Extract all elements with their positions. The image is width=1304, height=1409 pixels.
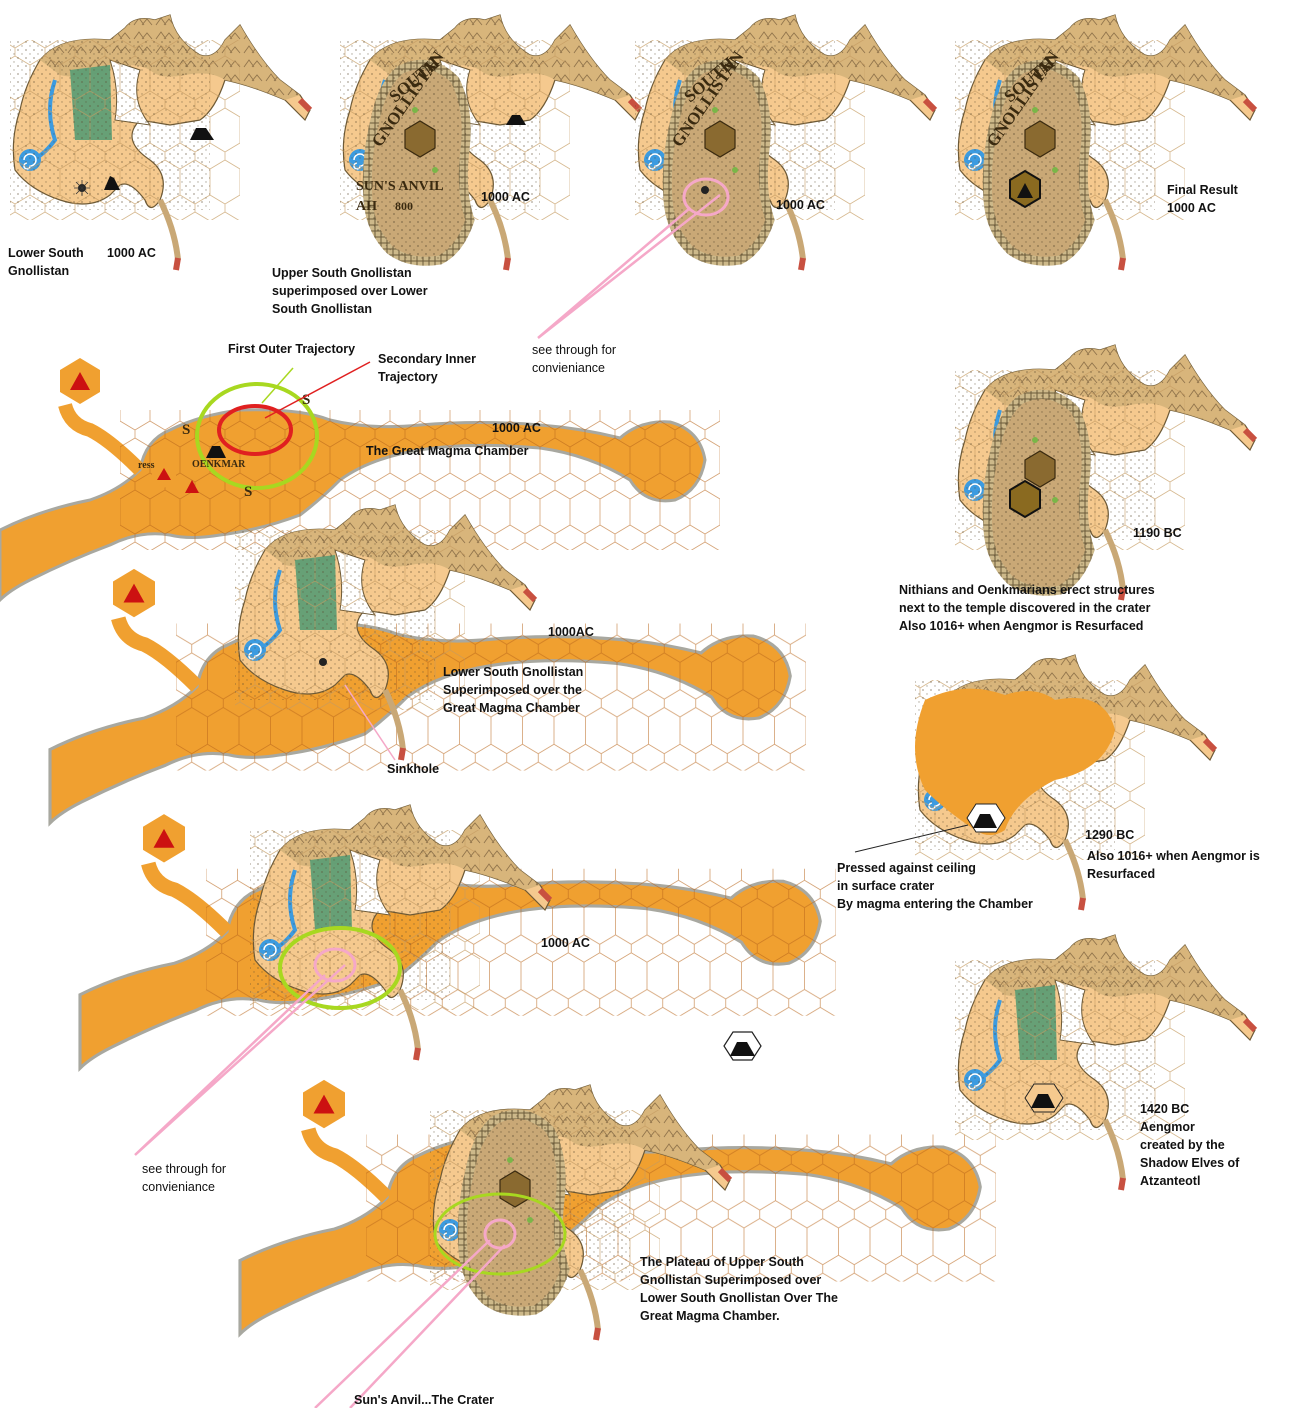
secondary-inner-trajectory-ring bbox=[217, 404, 293, 456]
temple-icon bbox=[190, 128, 214, 140]
aengmor-temple-icon bbox=[1031, 1094, 1055, 1108]
svg-text:ress: ress bbox=[138, 460, 155, 471]
caption-crater-view-date: 1000 AC bbox=[776, 198, 825, 212]
caption-bc1290-note: Also 1016+ when Aengmor is Resurfaced bbox=[1087, 849, 1260, 881]
first-outer-trajectory-ring bbox=[195, 382, 319, 490]
temple-hex-icon bbox=[723, 1031, 762, 1061]
caption-lower-sg-date: 1000 AC bbox=[107, 246, 156, 260]
caption-upper-over-lower-date: 1000 AC bbox=[481, 190, 530, 204]
caption-pressed: Pressed against ceiling in surface crate… bbox=[837, 861, 1033, 911]
inner-trajectory-highlight bbox=[313, 947, 357, 983]
caption-bc1190-date: 1190 BC bbox=[1133, 526, 1182, 540]
svg-text:OENKMAR: OENKMAR bbox=[192, 459, 246, 470]
caption-plateau-stack: The Plateau of Upper South Gnollistan Su… bbox=[640, 1255, 838, 1323]
caption-lower-over-magma: Lower South Gnollistan Superimposed over… bbox=[443, 665, 584, 715]
svg-text:S: S bbox=[302, 392, 310, 408]
svg-text:800: 800 bbox=[395, 199, 413, 213]
svg-text:S: S bbox=[182, 422, 190, 438]
see-through-pointer bbox=[537, 194, 721, 339]
caption-magma-title: The Great Magma Chamber bbox=[366, 444, 529, 458]
plateau-full-stack bbox=[462, 1114, 565, 1311]
caption-bc1420: 1420 BC Aengmor created by the Shadow El… bbox=[1140, 1102, 1240, 1188]
caption-see-through-2: see through for convieniance bbox=[142, 1162, 227, 1194]
caption-suns-anvil-crater: Sun's Anvil...The Crater bbox=[354, 1393, 495, 1407]
caption-upper-over-lower: Upper South Gnollistan superimposed over… bbox=[272, 266, 428, 316]
caption-first-outer-trajectory: First Outer Trajectory bbox=[228, 342, 356, 356]
caption-sinkhole: Sinkhole bbox=[387, 762, 440, 776]
svg-text:SUN'S ANVIL: SUN'S ANVIL bbox=[356, 179, 444, 194]
bc1290-magma-flood bbox=[915, 688, 1115, 835]
caption-bc1290-date: 1290 BC bbox=[1085, 828, 1135, 842]
caption-final-result: Final Result 1000 AC bbox=[1167, 183, 1238, 215]
caption-lower-over-magma-date: 1000AC bbox=[548, 625, 594, 639]
caption-see-through-1: see through for convieniance bbox=[532, 343, 617, 375]
caption-nithians: Nithians and Oenkmarians erect structure… bbox=[899, 583, 1155, 633]
volcano-crater-icon bbox=[74, 180, 90, 196]
temple-icon bbox=[206, 446, 226, 458]
crater-pointer-ring bbox=[483, 1218, 517, 1250]
sinkhole-icon bbox=[319, 658, 327, 666]
outer-trajectory-ring bbox=[278, 926, 402, 1010]
caption-lower-sg: Lower South Gnollistan bbox=[8, 246, 84, 278]
lower-south-gnollistan-map bbox=[10, 15, 310, 270]
caption-magma-date: 1000 AC bbox=[492, 421, 541, 435]
caption-trajectories-date: 1000 AC bbox=[541, 936, 590, 950]
temple-icon bbox=[104, 176, 120, 190]
volcano-icon bbox=[157, 468, 171, 480]
volcano-icon bbox=[185, 480, 199, 493]
caption-secondary-inner-trajectory: Secondary Inner Trajectory bbox=[378, 352, 476, 384]
svg-text:S: S bbox=[244, 484, 252, 500]
svg-text:AH: AH bbox=[356, 199, 377, 214]
crater-highlight-ring bbox=[682, 177, 730, 217]
